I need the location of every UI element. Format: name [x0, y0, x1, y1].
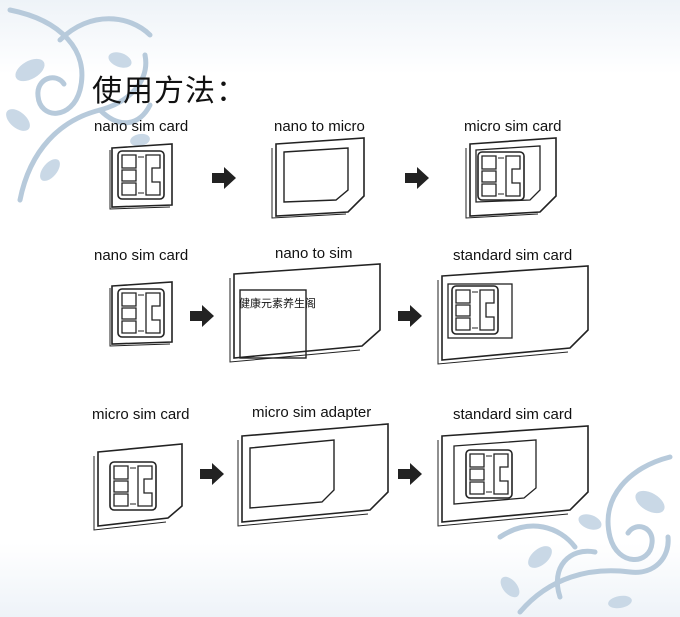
micro-sim-adapter — [237, 423, 389, 527]
micro-sim-card-row3 — [93, 443, 183, 531]
micro-sim-card-row1 — [465, 137, 557, 219]
label-row3-col1: micro sim card — [92, 406, 190, 423]
label-row2-col1: nano sim card — [94, 247, 189, 264]
arrow-right-icon — [398, 463, 422, 485]
nano-sim-card-row1 — [109, 143, 173, 210]
arrow-right-icon — [398, 305, 422, 327]
label-row2-col3: standard sim card — [453, 247, 573, 264]
label-row3-col2: micro sim adapter — [252, 404, 372, 421]
arrow-right-icon — [200, 463, 224, 485]
label-row3-col3: standard sim card — [453, 406, 573, 423]
arrow-right-icon — [405, 167, 429, 189]
nano-sim-card-row2 — [109, 281, 173, 347]
floral-swirl-icon — [497, 454, 673, 615]
label-row2-col2: nano to sim — [275, 245, 353, 262]
floral-swirl-icon — [6, 7, 153, 203]
arrow-right-icon — [212, 167, 236, 189]
nano-to-micro-adapter — [271, 137, 365, 219]
label-row1-col3: micro sim card — [464, 118, 562, 135]
standard-sim-card-row3 — [437, 425, 589, 527]
label-row1-col2: nano to micro — [274, 118, 365, 135]
arrow-right-icon — [190, 305, 214, 327]
nano-to-sim-adapter — [229, 263, 381, 363]
label-row1-col1: nano sim card — [94, 118, 189, 135]
page-title: 使用方法： — [92, 74, 247, 109]
standard-sim-card-row2 — [437, 265, 589, 365]
watermark-text: 健康元素养生阁 — [239, 297, 316, 310]
